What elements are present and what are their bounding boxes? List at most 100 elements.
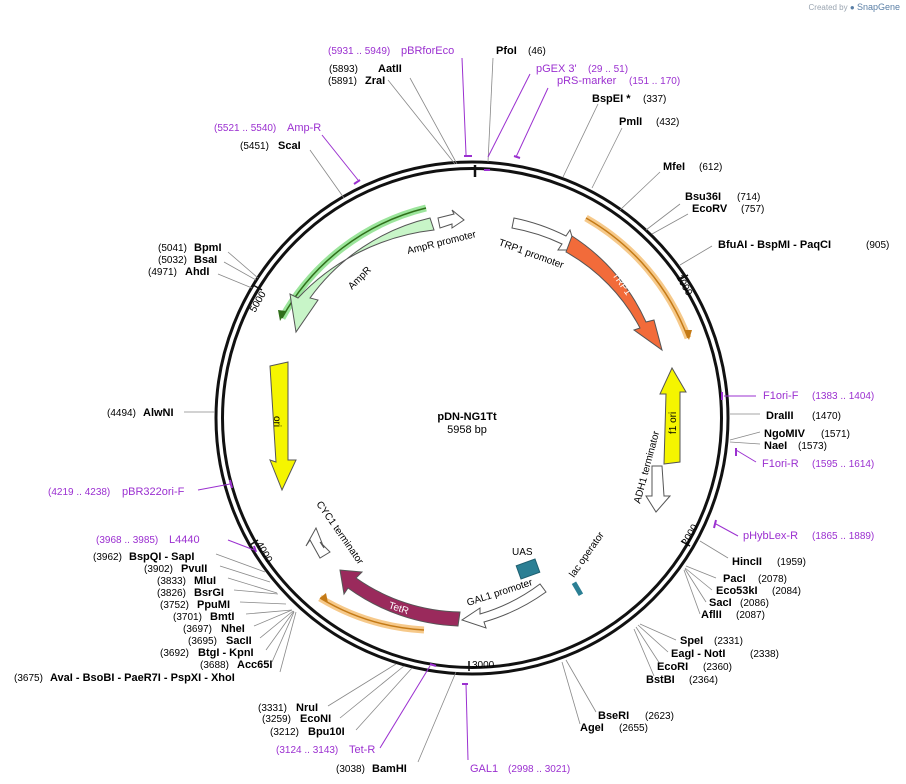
primer-labels: (5931 .. 5949) pBRforEco pGEX 3' (29 .. … [48, 45, 874, 775]
lac-operator-box[interactable] [571, 581, 584, 597]
site-label-eco53ki[interactable]: Eco53kI [716, 585, 758, 597]
site-pos-aflii: (2087) [736, 610, 765, 621]
site-label-spei[interactable]: SpeI [680, 635, 703, 647]
tick-label-3000: 3000 [472, 660, 495, 671]
primer-label-pbr322ori-f[interactable]: pBR322ori-F [122, 486, 185, 498]
ori-arrow[interactable] [269, 361, 297, 492]
site-pos-eagi-noti: (2338) [750, 649, 779, 660]
ampr-promoter-arrow[interactable] [437, 209, 465, 229]
site-label-draiii[interactable]: DraIII [766, 410, 794, 422]
primer-label-prs-marker[interactable]: pRS-marker [557, 75, 617, 87]
site-label-sacii[interactable]: SacII [226, 635, 252, 647]
primer-label-tet-r[interactable]: Tet-R [349, 744, 375, 756]
site-label-pfoi[interactable]: PfoI [496, 45, 517, 57]
site-pos-zrai: (5891) [328, 76, 357, 87]
cyc1-terminator-arrow[interactable] [305, 526, 331, 559]
site-label-bsrgi[interactable]: BsrGI [194, 587, 224, 599]
site-label-nhei[interactable]: NheI [221, 623, 245, 635]
site-pos-eco53ki: (2084) [772, 586, 801, 597]
site-label-ngomiv[interactable]: NgoMIV [764, 428, 806, 440]
site-label-mfei[interactable]: MfeI [663, 161, 685, 173]
site-label-bpmi[interactable]: BpmI [194, 242, 222, 254]
site-label-hincii[interactable]: HincII [732, 556, 762, 568]
site-label-avai[interactable]: AvaI - BsoBI - PaeR7I - PspXI - XhoI [50, 672, 235, 684]
tick-mark-1000 [678, 274, 689, 281]
primer-label-l4440[interactable]: L4440 [169, 534, 200, 546]
primer-range-pbrforeco: (5931 .. 5949) [328, 46, 390, 57]
primer-label-f1ori-r[interactable]: F1ori-R [762, 458, 799, 470]
backbone-outer [214, 160, 730, 676]
site-label-paci[interactable]: PacI [723, 573, 746, 585]
site-label-bsu36i[interactable]: Bsu36I [685, 191, 721, 203]
gal1-promoter-arrow[interactable] [460, 583, 547, 629]
site-label-pvuii[interactable]: PvuII [181, 563, 207, 575]
site-label-bamhi[interactable]: BamHI [372, 763, 407, 775]
site-label-saci[interactable]: SacI [709, 597, 732, 609]
site-pos-aatii: (5893) [329, 64, 358, 75]
tick-mark-5000 [252, 284, 263, 291]
lac-operator-label: lac operator [567, 530, 607, 580]
site-pos-acc65i: (3688) [200, 660, 229, 671]
site-label-bfuai[interactable]: BfuAI - BspMI - PaqCI [718, 239, 831, 251]
site-pos-hincii: (1959) [777, 557, 806, 568]
primer-label-pgex3[interactable]: pGEX 3' [536, 63, 577, 75]
site-pos-scai: (5451) [240, 141, 269, 152]
site-label-eagi-noti[interactable]: EagI - NotI [671, 648, 725, 660]
trp1-arrow[interactable] [565, 235, 663, 352]
site-label-aatii[interactable]: AatII [378, 63, 402, 75]
site-pos-nhei: (3697) [183, 624, 212, 635]
tick-label-1000: 1000 [673, 273, 694, 298]
adh1-terminator-arrow[interactable] [645, 465, 672, 513]
tick-label-4000: 4000 [253, 540, 274, 565]
ampr-arrow[interactable] [289, 217, 435, 334]
site-pos-ecorv: (757) [741, 204, 764, 215]
site-label-ahdi[interactable]: AhdI [185, 266, 209, 278]
site-label-bpu10i[interactable]: Bpu10I [308, 726, 345, 738]
ampr-orf-arrowhead [278, 310, 286, 321]
trp1-orf-line [585, 217, 689, 339]
primer-range-gal1: (2998 .. 3021) [508, 764, 570, 775]
primer-label-amp-r[interactable]: Amp-R [287, 122, 321, 134]
site-label-zrai[interactable]: ZraI [365, 75, 385, 87]
site-label-bsai[interactable]: BsaI [194, 254, 217, 266]
primer-label-pbrforeco[interactable]: pBRforEco [401, 45, 454, 57]
site-label-scai[interactable]: ScaI [278, 140, 301, 152]
f1-ori-label: f1 ori [668, 412, 679, 434]
primer-range-f1ori-f: (1383 .. 1404) [812, 391, 874, 402]
site-label-acc65i[interactable]: Acc65I [237, 659, 272, 671]
primer-range-amp-r: (5521 .. 5540) [214, 123, 276, 134]
site-pos-agei: (2655) [619, 723, 648, 734]
site-pos-naei: (1573) [798, 441, 827, 452]
f1-ori-arrow[interactable] [659, 366, 687, 465]
tetr-arrow[interactable] [339, 569, 461, 627]
site-pos-mfei: (612) [699, 162, 722, 173]
site-label-bspqi[interactable]: BspQI - SapI [129, 551, 194, 563]
uas-box[interactable] [515, 558, 541, 580]
site-label-econi[interactable]: EcoNI [300, 713, 331, 725]
site-label-aflii[interactable]: AflII [701, 609, 722, 621]
site-label-pmli[interactable]: PmlI [619, 116, 642, 128]
site-pos-bpu10i: (3212) [270, 727, 299, 738]
site-label-ecorv[interactable]: EcoRV [692, 203, 728, 215]
site-label-ecori[interactable]: EcoRI [657, 661, 688, 673]
primer-label-phyblex-r[interactable]: pHybLex-R [743, 530, 798, 542]
primer-range-phyblex-r: (1865 .. 1889) [812, 531, 874, 542]
site-pos-draiii: (1470) [812, 411, 841, 422]
site-label-naei[interactable]: NaeI [764, 440, 787, 452]
snapgene-logo-icon: ● [849, 3, 855, 12]
site-label-btgi-kpni[interactable]: BtgI - KpnI [198, 647, 254, 659]
site-label-bseri[interactable]: BseRI [598, 710, 629, 722]
site-label-nrui[interactable]: NruI [296, 702, 318, 714]
site-label-alwni[interactable]: AlwNI [143, 407, 174, 419]
site-pos-btgi-kpni: (3692) [160, 648, 189, 659]
site-label-ppumi[interactable]: PpuMI [197, 599, 230, 611]
primer-label-gal1[interactable]: GAL1 [470, 763, 498, 775]
site-label-bmti[interactable]: BmtI [210, 611, 234, 623]
site-label-bspei[interactable]: BspEI * [592, 93, 631, 105]
primer-label-f1ori-f[interactable]: F1ori-F [763, 390, 799, 402]
primer-range-tet-r: (3124 .. 3143) [276, 745, 338, 756]
site-label-agei[interactable]: AgeI [580, 722, 604, 734]
site-label-bstbi[interactable]: BstBI [646, 674, 675, 686]
site-label-mlui[interactable]: MluI [194, 575, 216, 587]
